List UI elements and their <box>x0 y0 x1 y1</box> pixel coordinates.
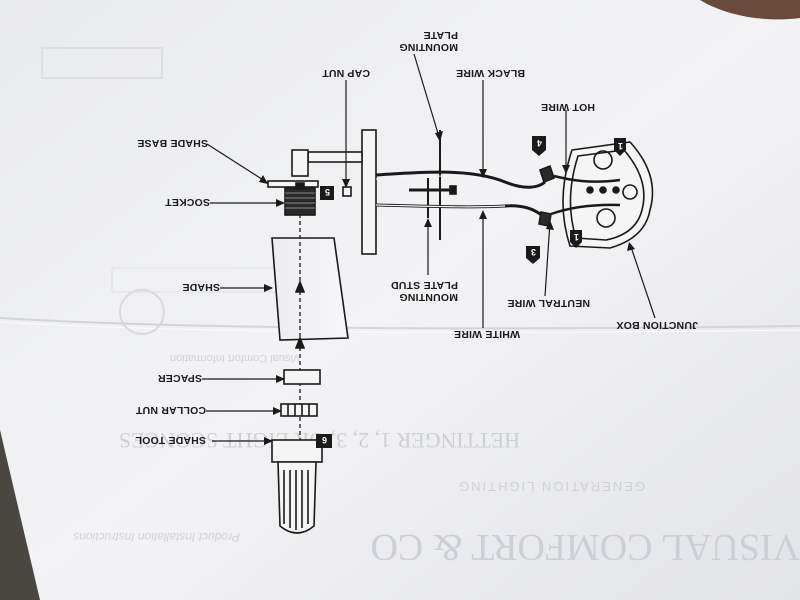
label-junction-box: JUNCTION BOX <box>616 319 698 331</box>
wire-nut-hot <box>539 164 555 184</box>
label-mounting-plate-l1: PLATE <box>423 29 458 41</box>
ghost-instructions: Product Installation Instructions <box>73 530 240 544</box>
fold-crease <box>0 317 800 330</box>
ghost-text-group: VISUAL COMFORT & CO GENERATION LIGHTING … <box>41 47 800 568</box>
step-tags: 1 1 3 4 5 6 <box>316 136 626 448</box>
socket-icon <box>284 182 316 216</box>
leader-lines <box>202 53 656 442</box>
collar-nut <box>280 403 318 417</box>
step-tag-1a: 1 <box>614 138 626 156</box>
label-mounting-plate-stud-l1: PLATE STUD <box>391 279 458 291</box>
label-hot-wire: HOT WIRE <box>541 101 595 113</box>
junction-box-icon <box>562 141 654 249</box>
label-shade: SHADE <box>182 281 220 293</box>
step-tag-4: 4 <box>532 136 546 156</box>
mounting-plate-bar <box>361 129 377 255</box>
svg-text:1: 1 <box>618 141 623 151</box>
label-black-wire: BLACK WIRE <box>456 67 525 79</box>
arm-knuckle <box>291 149 309 177</box>
svg-text:3: 3 <box>531 247 536 257</box>
arrow-up-icon-2 <box>294 335 306 349</box>
ghost-box <box>41 47 163 79</box>
arrow-up-icon <box>294 279 306 293</box>
step-tag-5 <box>320 186 334 200</box>
label-collar-nut: COLLAR NUT <box>135 404 206 416</box>
step-tag-5-text: 5 <box>325 187 330 197</box>
label-shade-base: SHADE BASE <box>137 137 208 149</box>
step-tag-6-text: 6 <box>322 435 327 445</box>
ghost-note: Visual Comfort Information <box>170 352 300 364</box>
black-wire <box>375 170 546 189</box>
ghost-sub-brand: GENERATION LIGHTING <box>457 479 645 494</box>
step-tag-3: 3 <box>526 246 540 264</box>
neutral-wire <box>550 203 621 216</box>
svg-text:4: 4 <box>537 138 542 148</box>
label-neutral-wire: NEUTRAL WIRE <box>507 297 590 309</box>
wiring-diagram <box>202 53 656 534</box>
step-tag-1b: 1 <box>570 230 582 248</box>
shade-base-plate <box>267 180 319 188</box>
svg-text:1: 1 <box>574 232 579 242</box>
ul-listed-icon <box>119 289 165 335</box>
cap-nut <box>342 186 352 197</box>
spacer <box>283 369 321 385</box>
label-mounting-plate-l2: MOUNTING <box>399 41 458 53</box>
shade-tool-icon <box>271 439 323 534</box>
label-shade-tool: SHADE TOOL <box>135 434 206 446</box>
finger <box>700 0 800 20</box>
fold-highlight <box>0 321 800 333</box>
ghost-brand: VISUAL COMFORT & CO <box>370 526 800 568</box>
arrowheads <box>259 131 635 445</box>
arm <box>307 151 363 163</box>
hot-wire <box>553 174 621 183</box>
label-mounting-plate-stud-l2: MOUNTING <box>399 291 458 303</box>
label-cap-nut: CAP NUT <box>322 67 370 79</box>
label-socket: SOCKET <box>165 196 210 208</box>
shade <box>271 237 349 341</box>
step-tag-6 <box>316 434 332 448</box>
label-spacer: SPACER <box>158 372 202 384</box>
label-white-wire: WHITE WIRE <box>454 328 520 340</box>
labels: PLATE MOUNTING CAP NUT BLACK WIRE HOT WI… <box>135 29 698 446</box>
